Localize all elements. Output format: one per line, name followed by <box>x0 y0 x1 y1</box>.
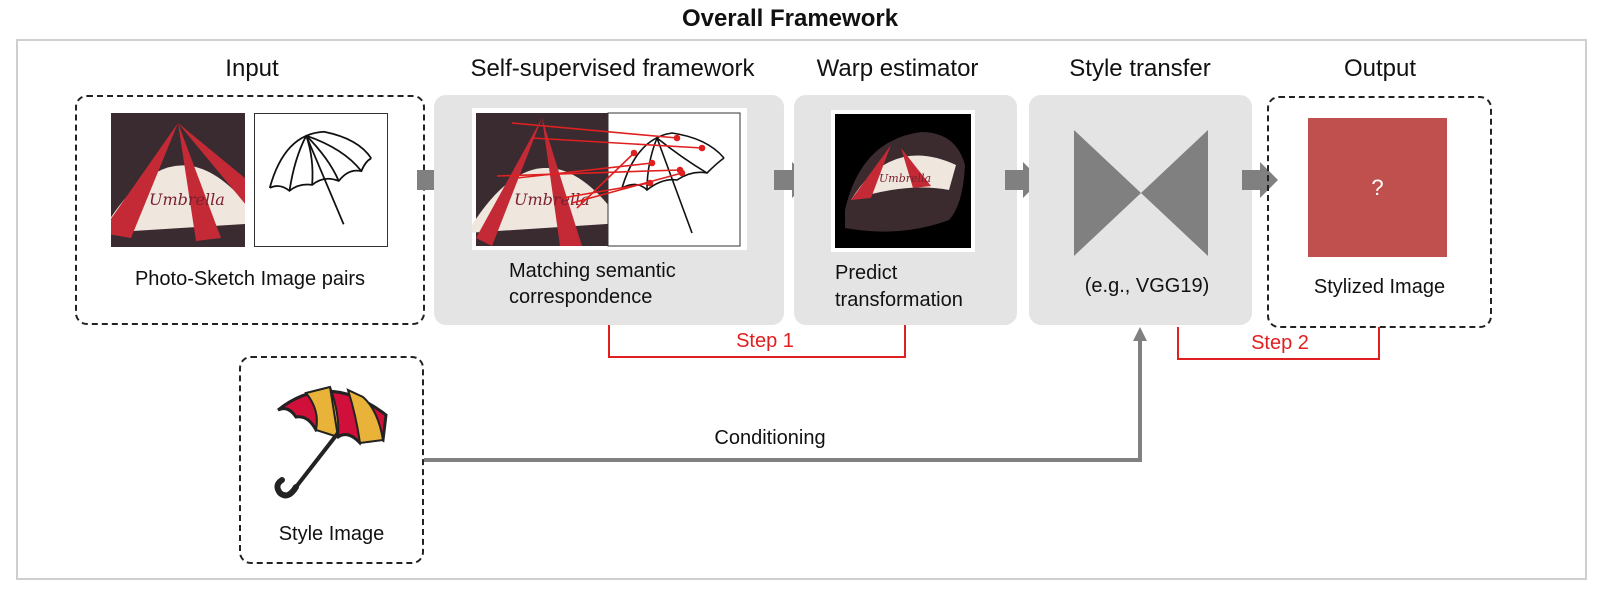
style-umbrella-icon <box>274 385 388 499</box>
umbrella-sketch <box>254 113 388 247</box>
encoder-decoder-icon <box>1074 130 1208 256</box>
umbrella-sketch-icon <box>268 130 372 225</box>
input-box <box>75 95 425 325</box>
style-transfer-box <box>1029 95 1252 325</box>
style-transfer-title: Style transfer <box>1069 55 1211 82</box>
input-caption: Photo-Sketch Image pairs <box>134 268 366 290</box>
warped-umbrella-icon: Umbrella <box>835 114 971 248</box>
output-title: Output <box>1343 55 1417 82</box>
umbrella-text-2: Umbrella <box>514 190 590 209</box>
stylized-image-placeholder: ? <box>1308 118 1447 257</box>
style-image-caption: Style Image <box>278 523 385 545</box>
step2-label: Step 2 <box>1251 332 1309 354</box>
step2-bracket <box>1177 327 1380 360</box>
umbrella-photo-icon: Umbrella <box>111 113 245 247</box>
conditioning-arrow <box>424 327 1147 462</box>
input-title: Input <box>225 55 279 82</box>
step1-bracket <box>608 325 906 358</box>
framework-frame <box>16 39 1587 580</box>
step1-label: Step 1 <box>736 330 794 352</box>
self-supervised-caption-1: Matching semantic <box>509 260 676 282</box>
arrow-right-icon <box>1242 162 1278 198</box>
umbrella-photo: Umbrella <box>111 113 245 247</box>
diagram-title: Overall Framework <box>681 5 899 32</box>
style-image-box <box>239 356 424 564</box>
umbrella-text: Umbrella <box>149 190 225 209</box>
matching-image-frame: Umbrella <box>472 108 747 250</box>
style-transfer-caption: (e.g., VGG19) <box>1084 275 1210 297</box>
warped-image-frame: Umbrella <box>831 110 975 252</box>
warp-caption-1: Predict <box>835 262 898 284</box>
self-supervised-title: Self-supervised framework <box>470 55 755 82</box>
matching-correspondence-icon: Umbrella <box>472 112 741 247</box>
self-supervised-caption-2: correspondence <box>509 286 653 308</box>
output-caption: Stylized Image <box>1313 276 1446 298</box>
umbrella-text-3: Umbrella <box>879 172 931 185</box>
warp-caption-2: transformation <box>835 289 963 311</box>
warp-estimator-title: Warp estimator <box>816 55 979 82</box>
conditioning-label: Conditioning <box>714 427 826 449</box>
